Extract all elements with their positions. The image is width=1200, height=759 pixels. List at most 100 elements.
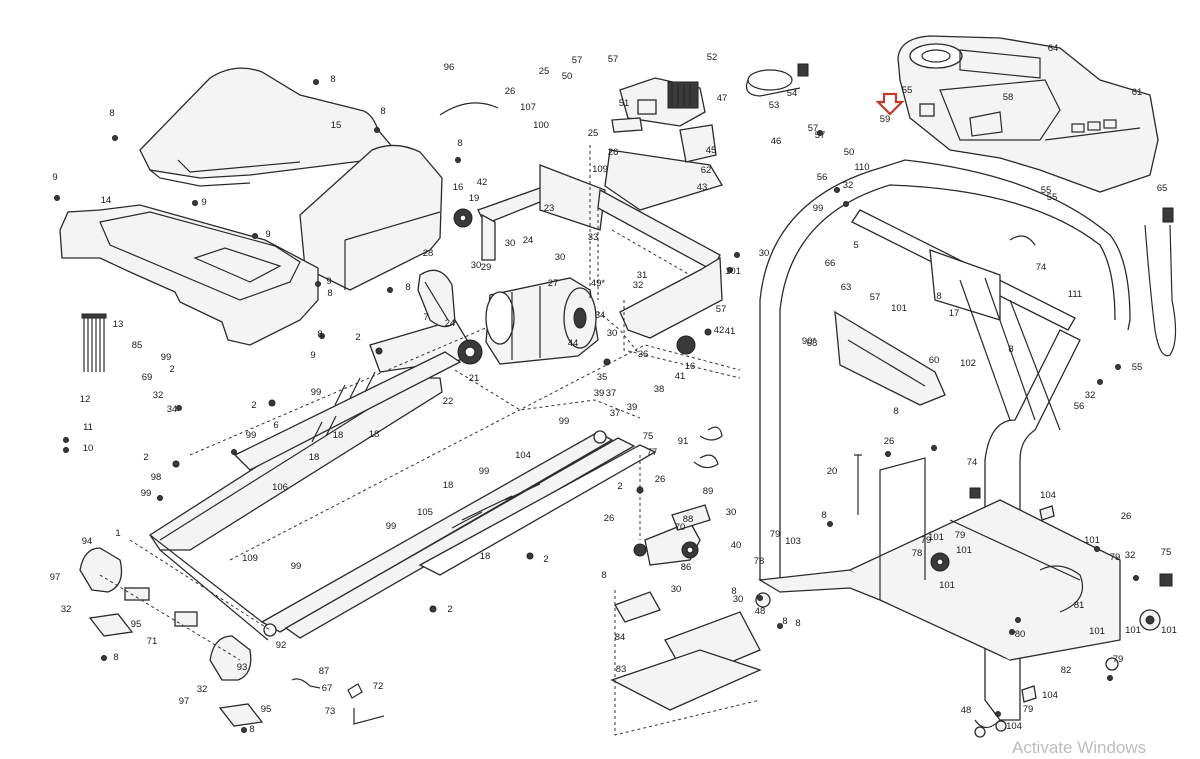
callout-label-99: 99 xyxy=(141,488,152,499)
callout-label-23: 23 xyxy=(544,203,555,214)
callout-label-24: 24 xyxy=(445,318,456,329)
callout-label-75: 75 xyxy=(1161,547,1172,558)
callout-label-80: 80 xyxy=(1015,629,1026,640)
callout-label-8: 8 xyxy=(1008,344,1013,355)
callout-label-27: 27 xyxy=(548,278,559,289)
callout-label-99: 99 xyxy=(291,561,302,572)
callout-label-2: 2 xyxy=(617,481,622,492)
callout-label-86: 86 xyxy=(681,562,692,573)
activate-windows-watermark: Activate Windows xyxy=(1012,738,1147,757)
callout-label-8: 8 xyxy=(249,724,254,735)
callout-label-18: 18 xyxy=(369,429,380,440)
callout-label-9: 9 xyxy=(52,172,57,183)
callout-label-99: 99 xyxy=(386,521,397,532)
callout-label-84: 84 xyxy=(615,632,626,643)
callout-label-38: 38 xyxy=(654,384,665,395)
callout-label-26: 26 xyxy=(655,474,666,485)
callout-label-52: 52 xyxy=(707,52,718,63)
callout-label-93: 93 xyxy=(237,662,248,673)
small-hardware xyxy=(755,454,1173,738)
callout-label-49star: 49* xyxy=(591,278,606,289)
callout-label-30: 30 xyxy=(555,252,566,263)
callout-label-102: 102 xyxy=(960,358,976,369)
callout-label-89: 89 xyxy=(703,486,714,497)
upright-frame xyxy=(758,159,1131,729)
callout-label-29: 29 xyxy=(481,262,492,273)
callout-label-110: 110 xyxy=(854,162,869,173)
callout-label-106: 106 xyxy=(272,482,288,493)
callout-label-50: 50 xyxy=(562,71,573,82)
callout-label-55: 55 xyxy=(1047,192,1058,203)
callout-label-109: 109 xyxy=(242,553,258,564)
callout-label-8: 8 xyxy=(782,616,787,627)
callout-label-92: 92 xyxy=(276,640,287,651)
callout-label-74: 74 xyxy=(1036,262,1047,273)
callout-label-101: 101 xyxy=(928,532,944,543)
callout-label-67: 67 xyxy=(322,683,333,694)
callout-label-37: 37 xyxy=(606,388,617,399)
callout-label-40: 40 xyxy=(731,540,742,551)
callout-label-55: 55 xyxy=(1132,362,1143,373)
callout-label-26: 26 xyxy=(604,513,615,524)
callout-label-25: 25 xyxy=(539,66,550,77)
callout-label-32: 32 xyxy=(843,180,854,191)
callout-label-20: 20 xyxy=(827,466,838,477)
callout-label-55: 55 xyxy=(902,85,913,96)
callout-label-41: 41 xyxy=(675,371,686,382)
callout-label-39: 39 xyxy=(627,402,638,413)
callout-label-25: 25 xyxy=(588,128,599,139)
callout-label-32: 32 xyxy=(1085,390,1096,401)
callout-label-51: 51 xyxy=(619,98,630,109)
callout-label-56: 56 xyxy=(1074,401,1085,412)
callout-label-12: 12 xyxy=(80,394,91,405)
callout-label-101: 101 xyxy=(956,545,972,556)
callout-label-79: 79 xyxy=(1023,704,1034,715)
callout-label-104: 104 xyxy=(515,450,531,461)
callout-label-2: 2 xyxy=(355,332,360,343)
callout-label-55: 55 xyxy=(1041,185,1052,196)
callout-label-18: 18 xyxy=(480,551,491,562)
callout-label-31: 31 xyxy=(637,270,648,281)
callout-label-8: 8 xyxy=(821,510,826,521)
callout-label-73: 73 xyxy=(325,706,336,717)
controller-board xyxy=(589,77,741,379)
callout-label-104: 104 xyxy=(1040,490,1056,501)
callout-label-32: 32 xyxy=(197,684,208,695)
callout-label-57: 57 xyxy=(815,130,826,141)
callout-label-61: 61 xyxy=(1132,87,1143,98)
callout-label-2: 2 xyxy=(543,554,548,565)
callout-label-78: 78 xyxy=(912,548,923,559)
tie-straps xyxy=(81,313,107,372)
callout-label-99: 99 xyxy=(559,416,570,427)
callout-label-8: 8 xyxy=(405,282,410,293)
callout-label-18: 18 xyxy=(333,430,344,441)
callout-label-75: 75 xyxy=(643,431,654,442)
callout-label-14: 14 xyxy=(101,195,112,206)
callout-label-21: 21 xyxy=(469,373,480,384)
callout-label-105: 105 xyxy=(417,507,433,518)
callout-label-32: 32 xyxy=(61,604,72,615)
callout-label-8: 8 xyxy=(317,329,322,340)
callout-label-19: 19 xyxy=(469,193,480,204)
callout-label-2: 2 xyxy=(251,400,256,411)
callout-label-104: 104 xyxy=(1006,721,1022,732)
wire-harness xyxy=(693,207,1177,613)
callout-label-34: 34 xyxy=(167,404,178,415)
callout-label-79: 79 xyxy=(770,529,781,540)
callout-label-64: 64 xyxy=(1048,43,1059,54)
callout-label-30: 30 xyxy=(471,260,482,271)
callout-label-1: 1 xyxy=(115,528,120,539)
callout-label-16: 16 xyxy=(685,361,696,372)
callout-label-87: 87 xyxy=(319,666,330,677)
callout-label-99: 99 xyxy=(813,203,824,214)
callout-label-39: 39 xyxy=(594,388,605,399)
callout-label-78: 78 xyxy=(754,556,765,567)
callout-label-98: 98 xyxy=(151,472,162,483)
callout-label-79: 79 xyxy=(955,530,966,541)
callout-label-79: 79 xyxy=(1113,654,1124,665)
callout-label-81: 81 xyxy=(1074,600,1085,611)
callout-label-22: 22 xyxy=(443,396,454,407)
power-cord xyxy=(439,63,809,116)
callout-label-104: 104 xyxy=(1042,690,1058,701)
callout-label-101: 101 xyxy=(1089,626,1105,637)
